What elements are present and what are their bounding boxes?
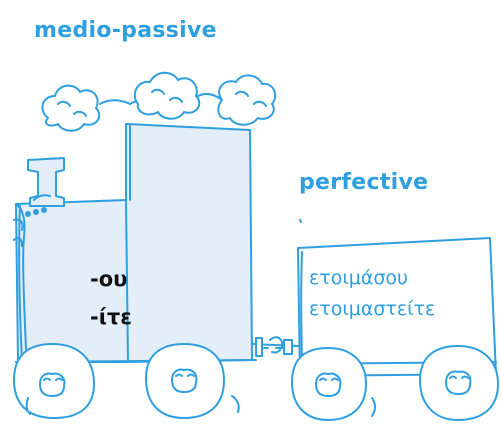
wheel-icon — [145, 343, 240, 419]
engine-endings: -ου -ίτε — [90, 260, 132, 336]
form-singular: ετοιμάσου — [309, 267, 409, 289]
smoke-icon — [41, 71, 277, 132]
wheel-icon — [419, 345, 499, 421]
ending-plural: -ίτε — [90, 305, 132, 329]
voice-label: medio-passive — [34, 18, 217, 43]
wheel-icon — [291, 347, 376, 421]
wheel-icon — [13, 343, 95, 419]
aspect-label: perfective — [299, 170, 429, 195]
form-plural: ετοιμαστείτε — [309, 298, 436, 320]
engine-icon — [13, 123, 257, 363]
ending-singular: -ου — [90, 267, 128, 291]
wagon-forms: ετοιμάσου ετοιμαστείτε — [309, 263, 435, 325]
coupling-icon — [251, 336, 299, 357]
